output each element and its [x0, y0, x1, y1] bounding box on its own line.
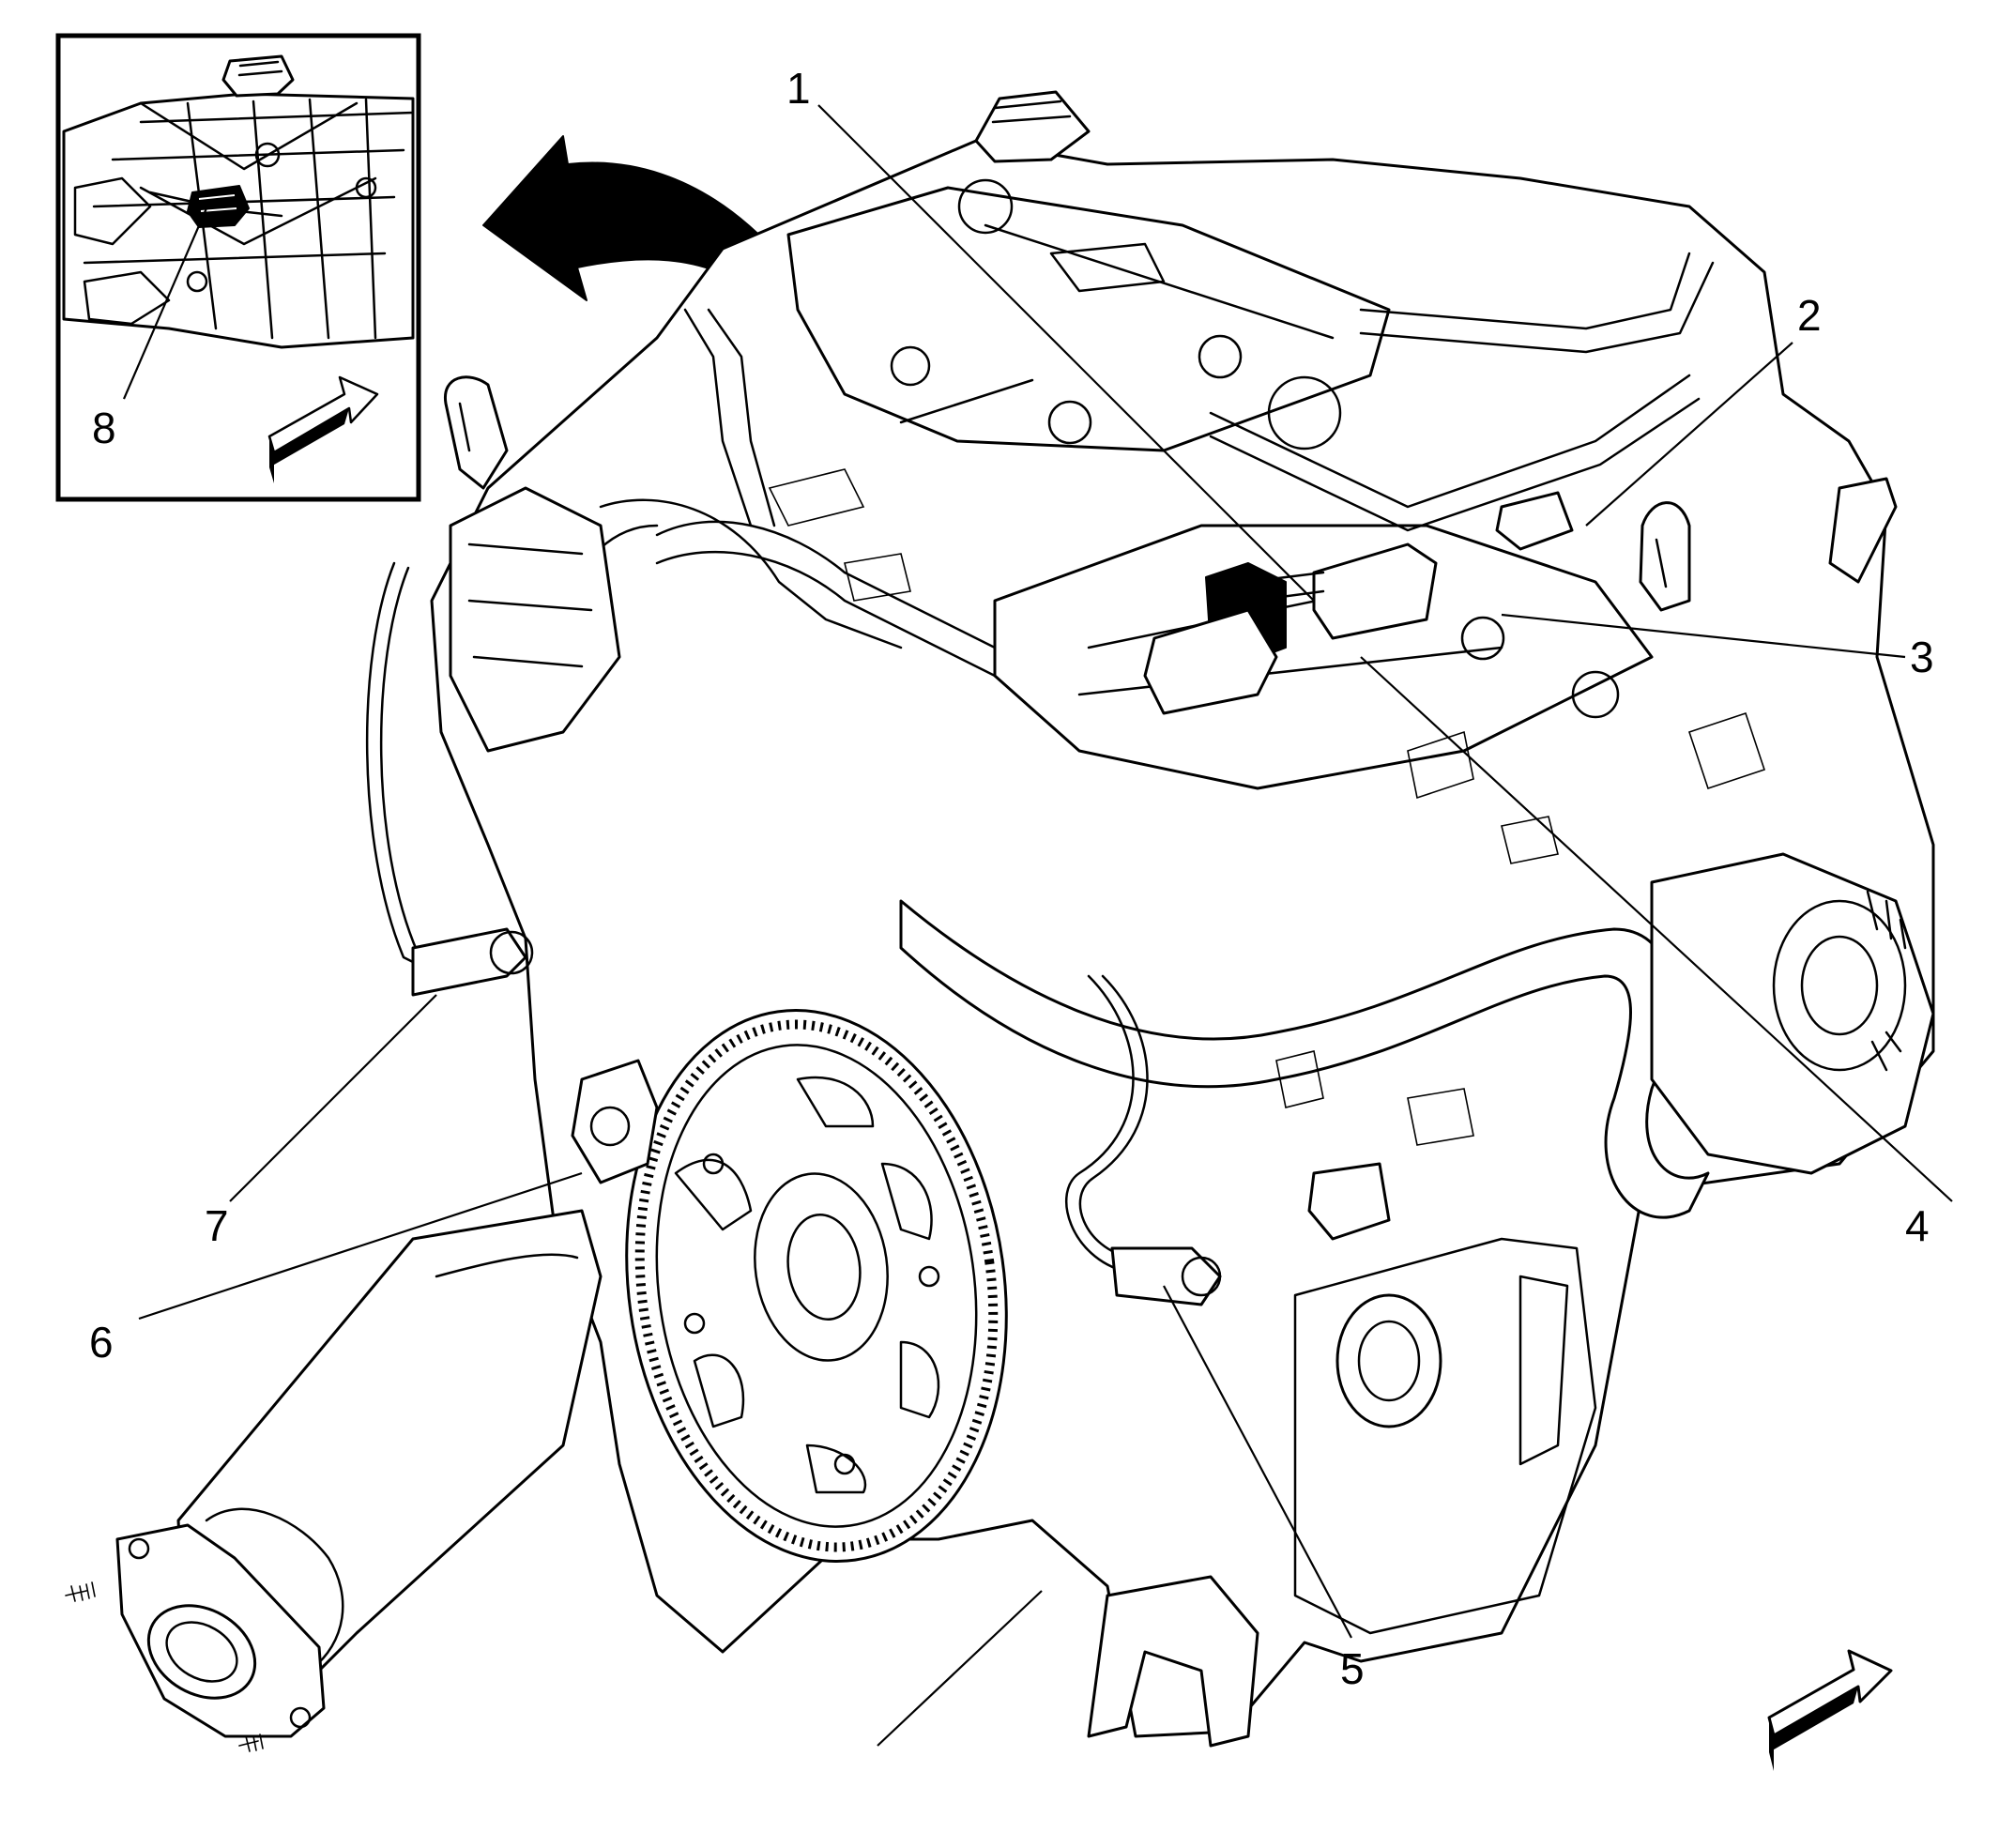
callout-label-3: 3: [1910, 633, 1934, 681]
callout-leader-6: [138, 1171, 583, 1321]
callout-label-6: 6: [89, 1318, 114, 1367]
callout-leaders: [138, 104, 1953, 1747]
camshaft-sensor-area: [1143, 491, 1574, 715]
callout-leader-7: [229, 994, 437, 1202]
callout-label-4: 4: [1905, 1201, 1930, 1250]
callout-leader-3: [1501, 613, 1906, 659]
callout-labels: 1 2 3 4 5 6 7: [89, 64, 1934, 1693]
callout-leader-4: [1360, 656, 1953, 1202]
valve-cover-front: [993, 524, 1654, 790]
callout-label-2: 2: [1797, 291, 1822, 340]
callout-label-1: 1: [786, 64, 811, 113]
oxygen-sensor-front: [411, 927, 534, 997]
valve-cover-rear: [786, 186, 1391, 452]
lift-bracket-left: [444, 375, 509, 490]
callout-label-7: 7: [205, 1201, 229, 1250]
inset-panel: 8: [55, 33, 421, 502]
inset-intake-manifold: [62, 54, 415, 349]
oil-filler-cap: [974, 90, 1091, 163]
catalytic-converter: [65, 1209, 603, 1752]
callout-leader-8: [122, 207, 208, 400]
oxygen-sensor-rear: [1110, 1246, 1222, 1306]
direction-arrow-icon: [267, 375, 379, 483]
generator: [1650, 852, 1935, 1175]
callout-leader-5: [1163, 1285, 1352, 1639]
oil-pan: [1293, 1237, 1597, 1635]
callout-leader-1: [817, 104, 1315, 602]
direction-arrow-icon: [1767, 1649, 1893, 1771]
lift-bracket-right: [1639, 501, 1691, 612]
flexplate: [625, 1009, 1008, 1563]
engine-assembly: [65, 90, 1935, 1752]
coolant-crossover-pipe: [899, 899, 1710, 1219]
callout-leader-2: [1585, 342, 1793, 527]
callout-label-8: 8: [92, 404, 116, 452]
callout-label-5: 5: [1340, 1644, 1365, 1693]
callout-leader-extra: [877, 1590, 1043, 1747]
